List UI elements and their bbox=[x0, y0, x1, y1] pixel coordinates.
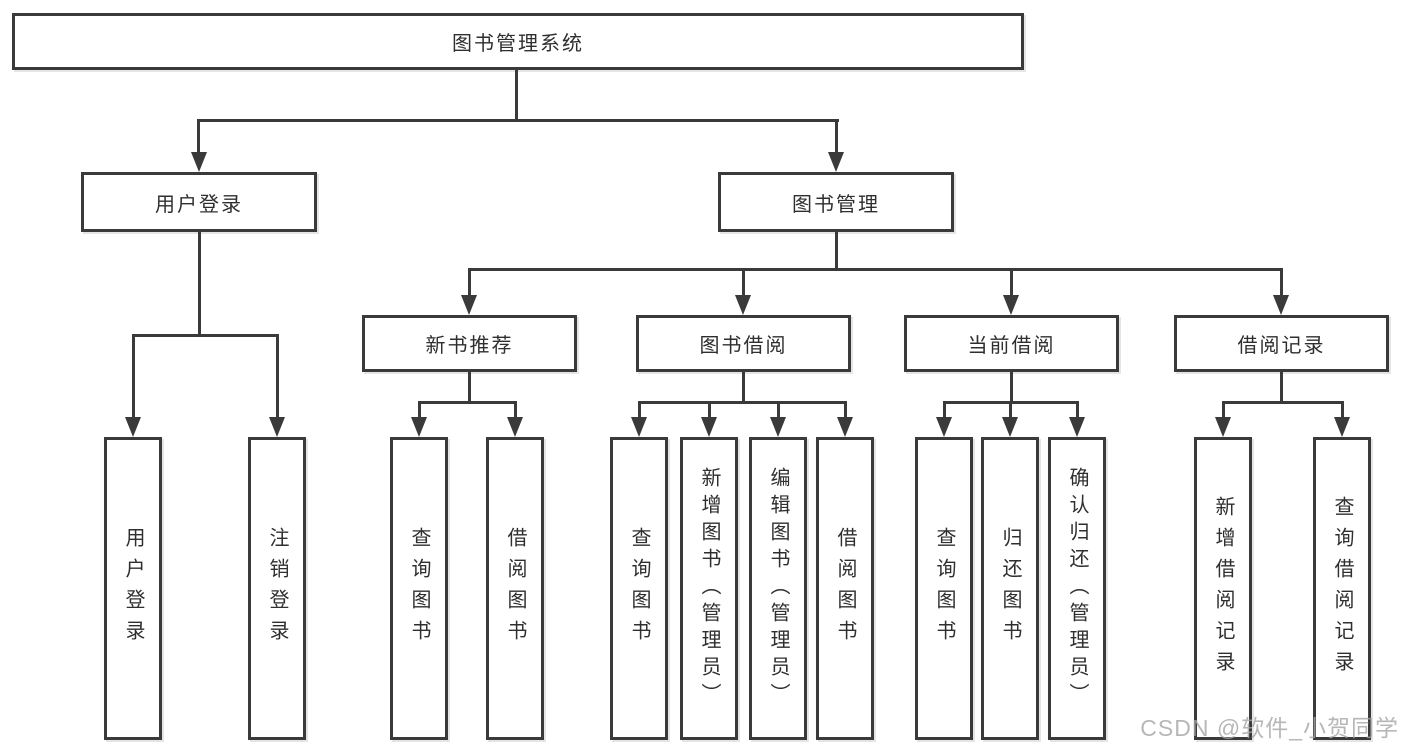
connector-borrow-records-vline bbox=[1280, 372, 1283, 403]
node-user-login: 用户登录 bbox=[81, 172, 317, 232]
connector-stub-cb-confirm bbox=[1076, 401, 1079, 419]
connector-stub-rec-borrow bbox=[514, 401, 517, 419]
leaf-bb-add-book-admin-label: 新增图书（管理员） bbox=[698, 467, 720, 710]
connector-stub-cb-query bbox=[943, 401, 946, 419]
connector-current-borrow-vline bbox=[1010, 372, 1013, 403]
arrowhead-book-management bbox=[828, 152, 844, 172]
node-root-label: 图书管理系统 bbox=[452, 33, 584, 55]
connector-stub-br-query bbox=[1341, 401, 1344, 419]
connector-new-book-hline bbox=[418, 401, 517, 404]
arrowhead-current-borrow bbox=[1003, 295, 1019, 315]
arrowhead-bb-borrow bbox=[837, 417, 853, 437]
arrowhead-borrow-records bbox=[1273, 295, 1289, 315]
leaf-rec-query-book-label: 查询图书 bbox=[408, 526, 430, 651]
leaf-rec-query-book: 查询图书 bbox=[390, 437, 448, 740]
leaf-bb-query-book: 查询图书 bbox=[610, 437, 668, 740]
leaf-bb-query-book-label: 查询图书 bbox=[628, 526, 650, 651]
leaf-cb-query-book: 查询图书 bbox=[915, 437, 973, 740]
leaf-bb-borrow-book-label: 借阅图书 bbox=[834, 526, 856, 651]
arrowhead-book-borrow bbox=[735, 295, 751, 315]
node-book-borrow-label: 图书借阅 bbox=[699, 335, 788, 357]
connector-user-login-vline bbox=[198, 232, 201, 336]
connector-borrow-records-hline bbox=[1222, 401, 1344, 404]
leaf-cb-return-book: 归还图书 bbox=[981, 437, 1039, 740]
connector-stub-rec-query bbox=[418, 401, 421, 419]
arrowhead-bb-add bbox=[701, 417, 717, 437]
leaf-bb-edit-book-admin: 编辑图书（管理员） bbox=[749, 437, 807, 740]
connector-book-borrow-vline bbox=[742, 372, 745, 403]
arrowhead-bb-edit bbox=[770, 417, 786, 437]
connector-root-hline bbox=[197, 119, 839, 122]
connector-stub-book-management bbox=[835, 119, 838, 155]
arrowhead-br-query bbox=[1334, 417, 1350, 437]
connector-book-borrow-hline bbox=[638, 401, 847, 404]
connector-new-book-vline bbox=[468, 372, 471, 403]
leaf-bb-borrow-book: 借阅图书 bbox=[816, 437, 874, 740]
leaf-cb-query-book-label: 查询图书 bbox=[933, 526, 955, 651]
node-current-borrow-label: 当前借阅 bbox=[967, 335, 1056, 357]
arrowhead-cb-return bbox=[1002, 417, 1018, 437]
connector-stub-cb-return bbox=[1009, 401, 1012, 419]
connector-stub-bb-borrow bbox=[844, 401, 847, 419]
leaf-logout: 注销登录 bbox=[248, 437, 306, 740]
leaf-user-login-label: 用户登录 bbox=[122, 526, 144, 651]
node-new-book-recommend: 新书推荐 bbox=[362, 315, 577, 372]
node-book-management-label: 图书管理 bbox=[792, 193, 880, 216]
connector-stub-br-add bbox=[1222, 401, 1225, 419]
leaf-user-login: 用户登录 bbox=[104, 437, 162, 740]
leaf-br-add-record: 新增借阅记录 bbox=[1194, 437, 1252, 740]
connector-level3-hline bbox=[468, 268, 1281, 271]
leaf-bb-edit-book-admin-label: 编辑图书（管理员） bbox=[767, 467, 789, 710]
leaf-cb-confirm-return-admin: 确认归还（管理员） bbox=[1048, 437, 1106, 740]
node-new-book-recommend-label: 新书推荐 bbox=[425, 335, 514, 357]
connector-user-login-hline bbox=[132, 334, 279, 337]
arrowhead-leaf-login bbox=[125, 417, 141, 437]
leaf-logout-label: 注销登录 bbox=[266, 526, 288, 651]
node-current-borrow: 当前借阅 bbox=[904, 315, 1119, 372]
arrowhead-bb-query bbox=[631, 417, 647, 437]
node-borrow-records: 借阅记录 bbox=[1174, 315, 1389, 372]
leaf-bb-add-book-admin: 新增图书（管理员） bbox=[680, 437, 738, 740]
leaf-br-add-record-label: 新增借阅记录 bbox=[1212, 495, 1234, 682]
connector-stub-user-login bbox=[197, 119, 200, 155]
node-book-borrow: 图书借阅 bbox=[636, 315, 851, 372]
connector-stub-leaf-logout bbox=[276, 334, 279, 419]
node-book-management: 图书管理 bbox=[718, 172, 954, 232]
leaf-cb-return-book-label: 归还图书 bbox=[999, 526, 1021, 651]
connector-book-management-vline bbox=[835, 232, 838, 271]
connector-stub-borrow-records bbox=[1280, 268, 1283, 297]
node-borrow-records-label: 借阅记录 bbox=[1237, 335, 1326, 357]
connector-stub-bb-query bbox=[638, 401, 641, 419]
connector-root-vline bbox=[515, 70, 518, 121]
connector-stub-leaf-login bbox=[132, 334, 135, 419]
arrowhead-leaf-logout bbox=[269, 417, 285, 437]
connector-stub-bb-add bbox=[708, 401, 711, 419]
leaf-rec-borrow-book-label: 借阅图书 bbox=[504, 526, 526, 651]
arrowhead-rec-query bbox=[411, 417, 427, 437]
leaf-cb-confirm-return-admin-label: 确认归还（管理员） bbox=[1066, 467, 1088, 710]
node-root: 图书管理系统 bbox=[12, 13, 1024, 70]
node-user-login-label: 用户登录 bbox=[155, 193, 243, 216]
arrowhead-br-add bbox=[1215, 417, 1231, 437]
leaf-br-query-record-label: 查询借阅记录 bbox=[1331, 495, 1353, 682]
connector-stub-bb-edit bbox=[777, 401, 780, 419]
arrowhead-cb-confirm bbox=[1069, 417, 1085, 437]
leaf-rec-borrow-book: 借阅图书 bbox=[486, 437, 544, 740]
arrowhead-new-book bbox=[461, 295, 477, 315]
connector-stub-book-borrow bbox=[742, 268, 745, 297]
arrowhead-user-login bbox=[191, 152, 207, 172]
arrowhead-cb-query bbox=[936, 417, 952, 437]
leaf-br-query-record: 查询借阅记录 bbox=[1313, 437, 1371, 740]
connector-stub-new-book bbox=[468, 268, 471, 297]
connector-stub-current-borrow bbox=[1010, 268, 1013, 297]
arrowhead-rec-borrow bbox=[507, 417, 523, 437]
